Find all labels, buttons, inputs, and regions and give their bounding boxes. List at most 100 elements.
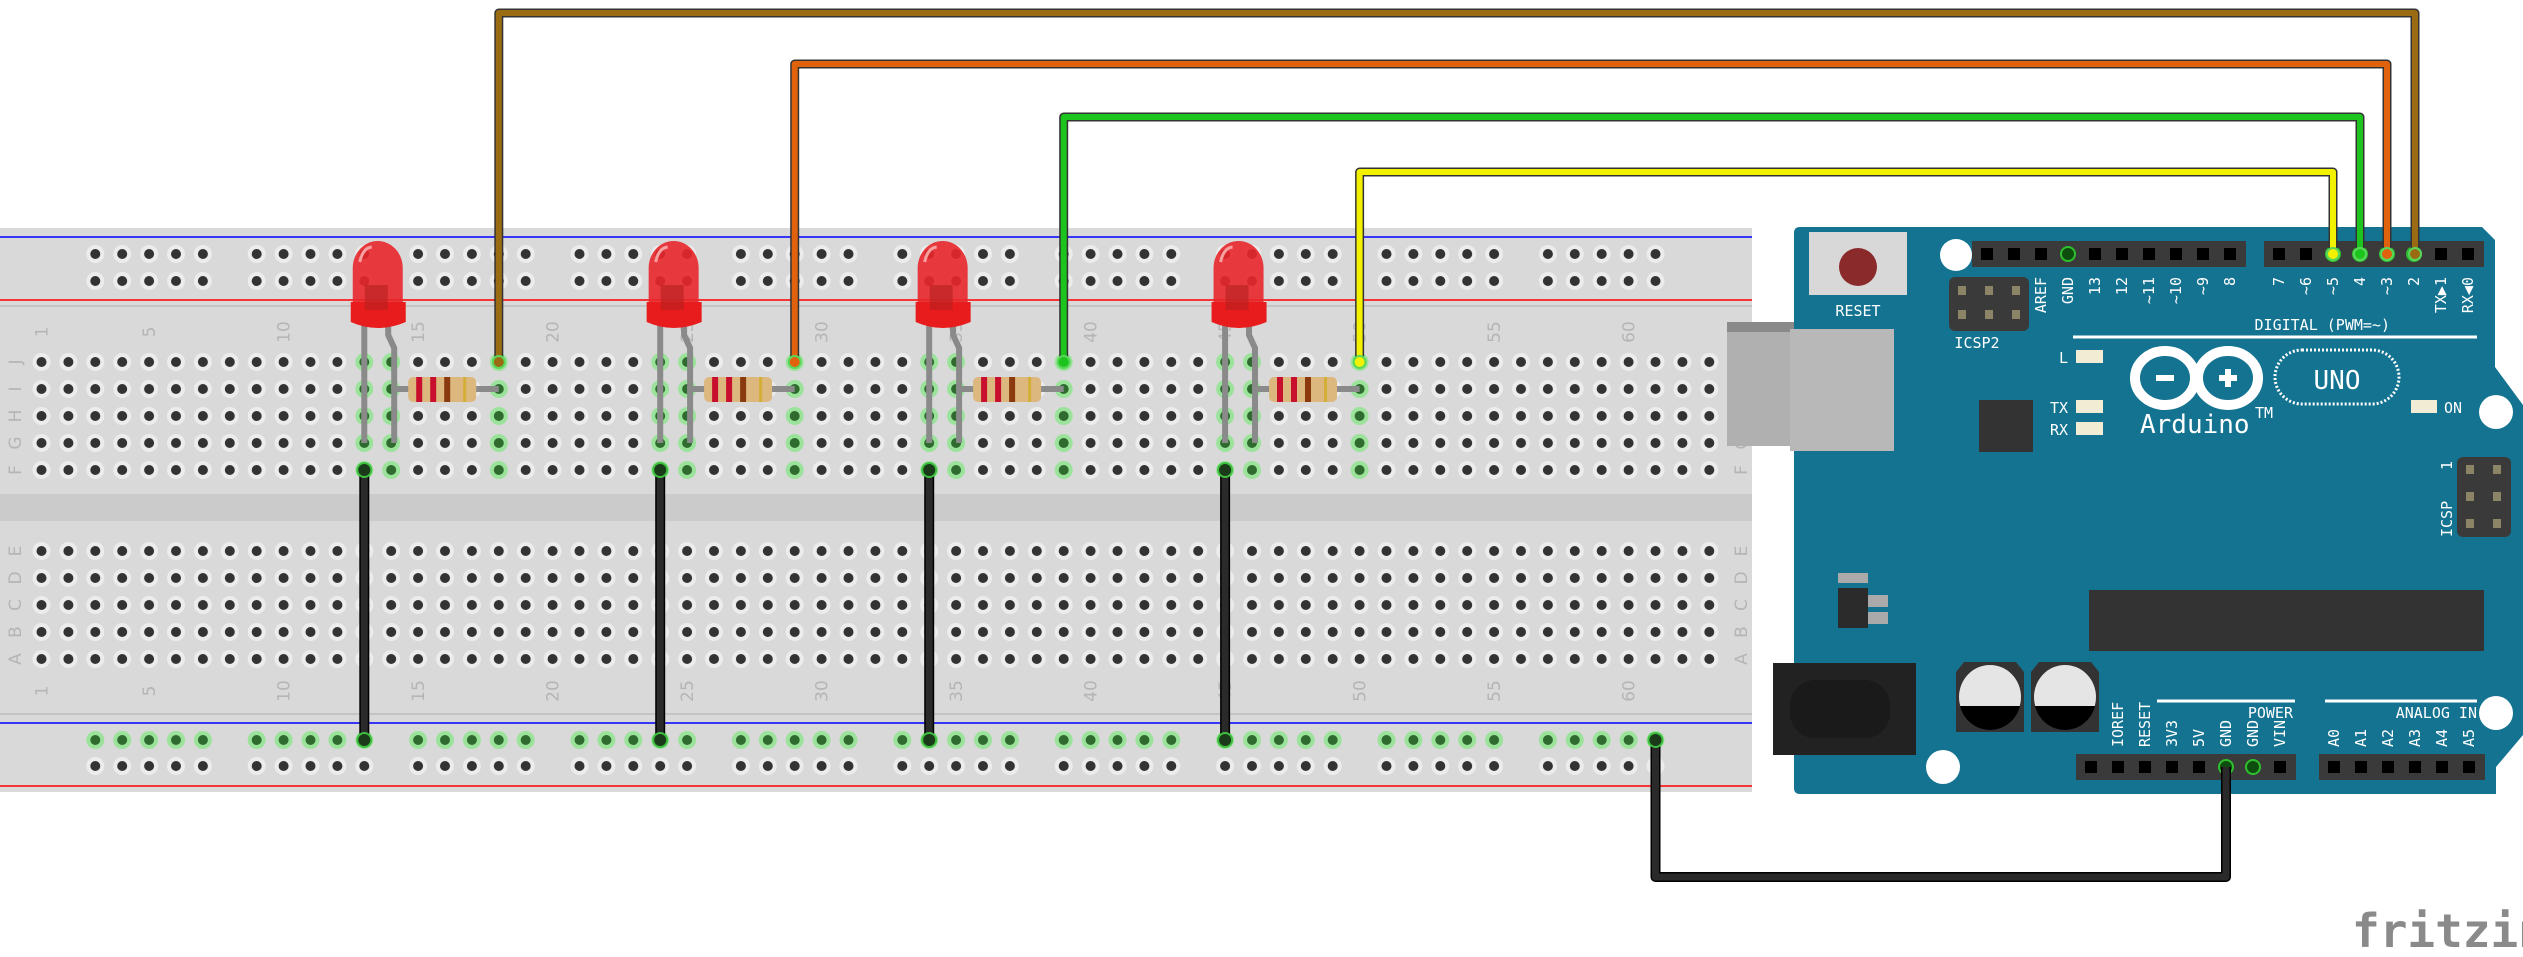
header-pin (2170, 248, 2182, 260)
breadboard-hole (601, 384, 612, 394)
row-letter-label-left: A (6, 653, 26, 665)
pin-header (2264, 241, 2484, 267)
breadboard-hole (197, 411, 208, 421)
breadboard-hole (386, 600, 397, 610)
led-highlight (654, 245, 668, 263)
breadboard-hole (789, 600, 800, 610)
breadboard-hole (413, 546, 424, 556)
breadboard-hole (628, 276, 639, 286)
breadboard-hole (90, 357, 101, 367)
breadboard-hole (682, 573, 693, 583)
breadboard-hole (682, 627, 693, 637)
breadboard-hole (171, 411, 181, 421)
breadboard-hole (224, 465, 235, 475)
breadboard-hole (413, 465, 424, 475)
column-number-label: 5 (140, 327, 160, 338)
breadboard-hole (709, 546, 719, 556)
atmega-microcontroller (2089, 590, 2484, 651)
signal-wire[interactable] (1060, 114, 2363, 362)
breadboard-hole (251, 761, 262, 771)
breadboard-hole (1516, 573, 1526, 583)
breadboard-hole (1273, 546, 1284, 556)
breadboard-hole (1112, 627, 1123, 637)
breadboard-hole (224, 654, 235, 664)
breadboard-hole (305, 654, 316, 664)
arduino-ground-wire[interactable] (1652, 740, 2230, 881)
breadboard-hole (897, 384, 908, 394)
breadboard-hole (117, 735, 128, 745)
breadboard-hole (843, 735, 854, 745)
breadboard-hole (1300, 600, 1311, 610)
breadboard-hole (251, 465, 262, 475)
led-flange (350, 302, 406, 328)
breadboard-hole (171, 735, 181, 745)
breadboard-hole (1650, 249, 1661, 259)
breadboard-hole (466, 411, 477, 421)
breadboard-hole (251, 249, 262, 259)
breadboard-hole (1139, 600, 1150, 610)
breadboard-hole (278, 546, 289, 556)
pin-label: IOREF (2109, 702, 2127, 747)
breadboard-hole (978, 735, 988, 745)
breadboard-hole (843, 384, 854, 394)
led-flange (646, 302, 702, 328)
breadboard-hole (413, 438, 424, 448)
breadboard-hole (1031, 654, 1042, 664)
breadboard-hole (1085, 761, 1096, 771)
breadboard-hole (36, 600, 47, 610)
breadboard-hole (709, 573, 719, 583)
pin-label: ~3 (2378, 277, 2396, 295)
signal-wire[interactable] (1356, 169, 2336, 362)
breadboard-hole (1300, 761, 1311, 771)
breadboard-hole (1489, 546, 1500, 556)
breadboard-hole (1166, 384, 1177, 394)
header-pin (2197, 248, 2209, 260)
breadboard-hole (1085, 411, 1096, 421)
breadboard-hole (1516, 465, 1526, 475)
breadboard-hole (144, 438, 155, 448)
pin-label: 13 (2086, 277, 2104, 295)
breadboard-hole (574, 600, 585, 610)
breadboard-hole (493, 438, 504, 448)
breadboard-hole (1273, 411, 1284, 421)
breadboard-hole (1542, 438, 1553, 448)
breadboard-hole (305, 735, 316, 745)
breadboard-hole (897, 249, 908, 259)
breadboard-hole (171, 600, 181, 610)
breadboard-hole (628, 761, 639, 771)
breadboard-hole (843, 761, 854, 771)
breadboard-hole (36, 357, 47, 367)
breadboard-hole (1004, 573, 1015, 583)
signal-wire[interactable] (495, 10, 2418, 362)
breadboard-hole (1435, 546, 1446, 556)
breadboard-hole (466, 249, 477, 259)
breadboard-hole (1435, 411, 1446, 421)
status-led-tx (2076, 400, 2103, 413)
wire-end (1647, 732, 1664, 748)
breadboard-hole (1004, 654, 1015, 664)
breadboard-hole (1085, 465, 1096, 475)
breadboard-hole (1058, 411, 1069, 421)
header-pin (2112, 761, 2124, 773)
led-anode-leg (385, 325, 398, 443)
breadboard-hole (144, 384, 155, 394)
breadboard-hole (251, 384, 262, 394)
breadboard-hole (870, 357, 881, 367)
breadboard-hole (601, 761, 612, 771)
reset-button[interactable] (1839, 248, 1877, 286)
breadboard-hole (36, 627, 47, 637)
led-highlight (358, 245, 373, 263)
breadboard-hole (1462, 573, 1473, 583)
breadboard-hole (897, 761, 908, 771)
signal-wire[interactable] (791, 61, 2390, 362)
breadboard-hole (1677, 654, 1688, 664)
breadboard-hole (1462, 627, 1473, 637)
column-number-label: 50 (1351, 680, 1371, 702)
breadboard-hole (601, 438, 612, 448)
breadboard-hole (628, 384, 639, 394)
icsp2-pin (1958, 286, 1966, 295)
voltage-regulator-pin (1868, 595, 1888, 607)
breadboard-hole (1112, 411, 1123, 421)
breadboard-hole (1650, 627, 1661, 637)
breadboard-hole (1085, 384, 1096, 394)
